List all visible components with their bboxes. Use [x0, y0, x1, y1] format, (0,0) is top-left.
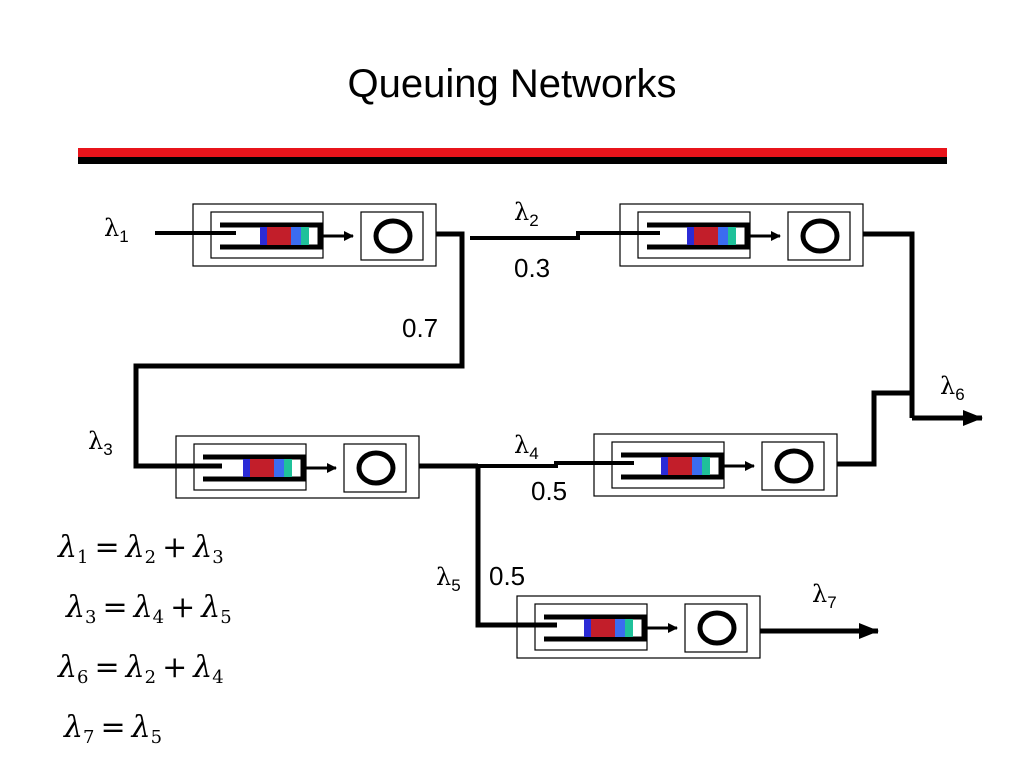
prob-q3-label: 0.7 — [402, 313, 438, 343]
prob-q2-label: 0.3 — [514, 253, 550, 283]
title-rule-red — [78, 148, 947, 157]
lambda-2-label: λ2 — [514, 198, 539, 230]
route-q3-q4 — [478, 461, 634, 468]
lambda-5-label: λ5 — [436, 563, 461, 595]
lambda-1-label: λ1 — [104, 214, 129, 246]
page-title: Queuing Networks — [347, 62, 677, 106]
title-rule-black — [78, 157, 947, 164]
lambda-4-label: λ4 — [514, 431, 539, 463]
route-q1-out — [133, 231, 465, 469]
lambda-7-label: λ7 — [812, 580, 837, 612]
lambda-6-label: λ6 — [940, 372, 965, 404]
equation-3: λ6=λ2+λ4 — [58, 650, 224, 688]
equation-4: λ7=λ5 — [64, 710, 163, 748]
prob-q4-label: 0.5 — [531, 476, 567, 506]
lambda-3-label: λ3 — [88, 427, 113, 459]
equation-1: λ1=λ2+λ3 — [58, 530, 224, 568]
route-q1-q2 — [470, 231, 660, 240]
route-q3-q5 — [475, 466, 557, 628]
prob-q5-label: 0.5 — [489, 561, 525, 591]
equation-2: λ3=λ4+λ5 — [66, 590, 232, 628]
route-q4-out — [837, 390, 912, 467]
route-q2-out — [863, 231, 915, 418]
